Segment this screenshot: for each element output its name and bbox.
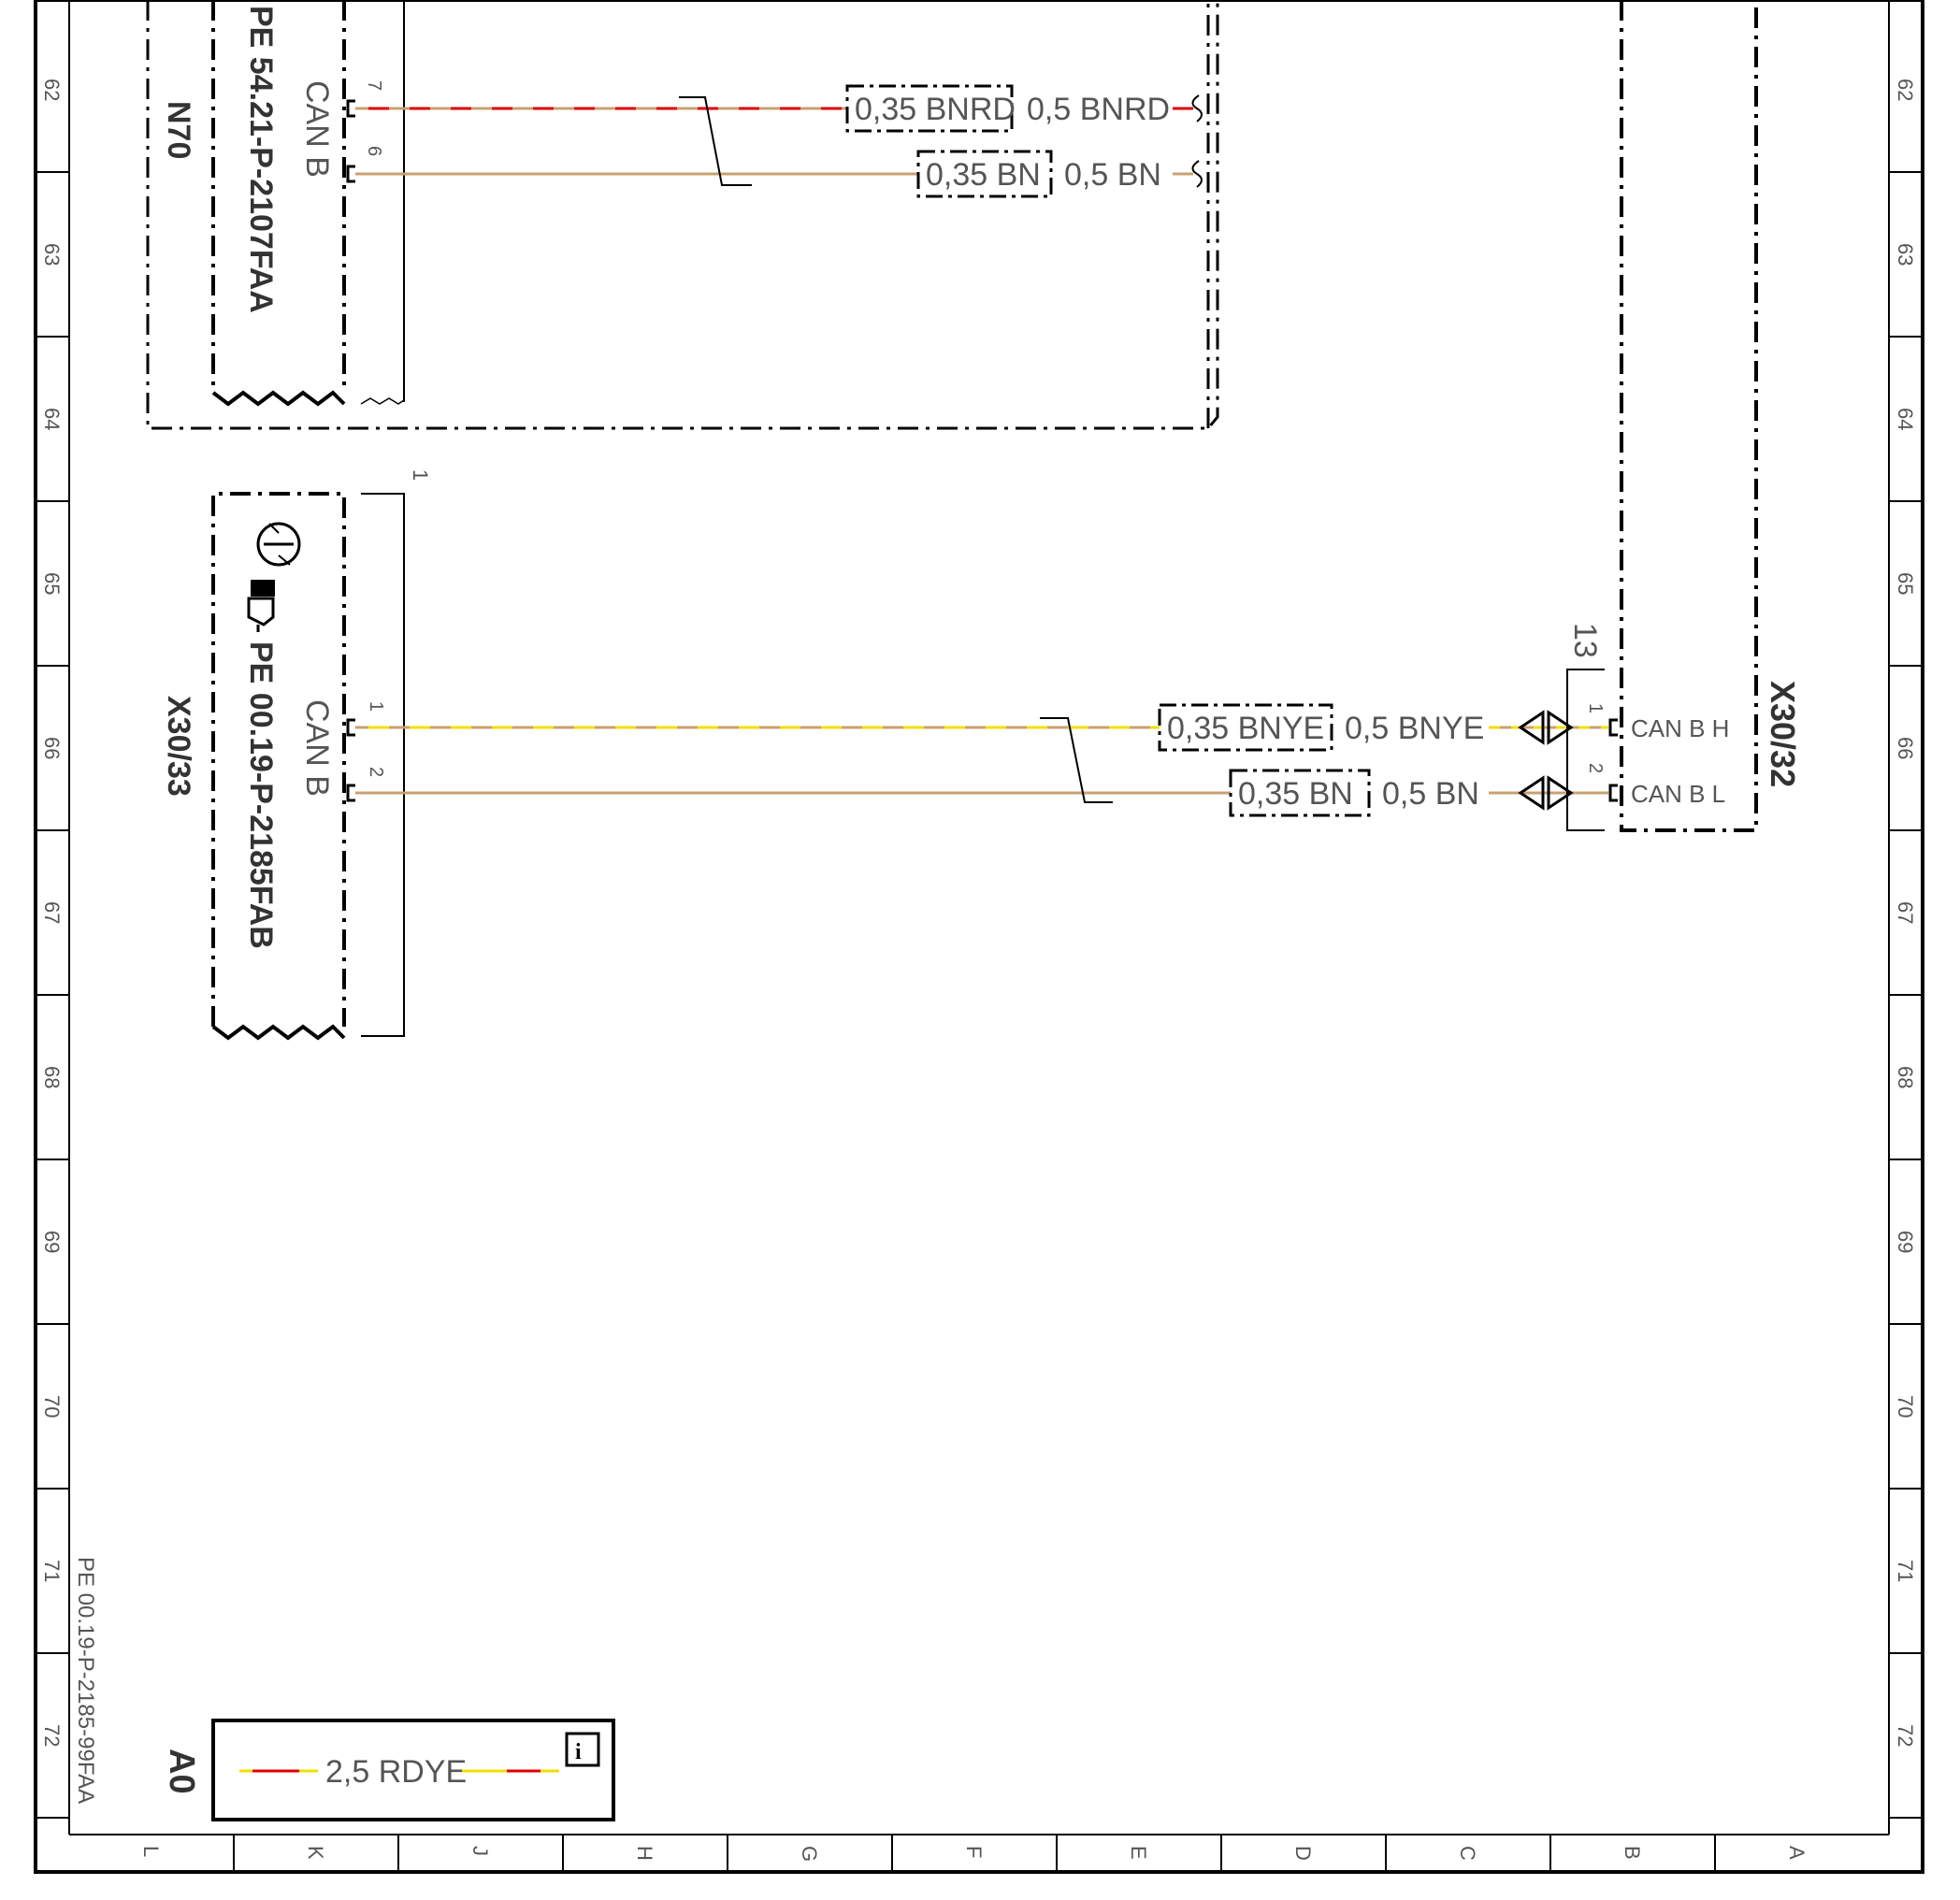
n70-pin-6: 6 — [346, 146, 384, 183]
column-letter-label: E — [1127, 1846, 1150, 1860]
twisted-pair-marker — [679, 96, 752, 186]
row-number-label: 63 — [1894, 243, 1917, 266]
connector-plug-symbol-pin2 — [1518, 775, 1574, 811]
x30-32-pin-1: 1 CAN B H — [1585, 703, 1729, 742]
legend-wire-label: 2,5 RDYE — [325, 1754, 467, 1790]
legend-name: A0 — [162, 1749, 201, 1794]
connector-plug-symbol-pin1 — [1518, 710, 1574, 745]
wire-box-label: 0,35 BNYE — [1167, 711, 1324, 746]
wire-x30-pin2[interactable]: 0,35 BN 0,5 BN — [355, 769, 1608, 817]
row-number-label: 70 — [40, 1395, 64, 1418]
info-icon[interactable]: i — [565, 1732, 600, 1767]
row-number-label: 66 — [1894, 737, 1917, 759]
row-number-label: 70 — [1894, 1395, 1917, 1418]
row-number-label: 68 — [40, 1066, 64, 1088]
x30-33-name: X30/33 — [161, 696, 196, 797]
x30-32-signal-can-b-l: CAN B L — [1631, 780, 1725, 808]
column-letter-label: J — [468, 1846, 492, 1856]
column-letter-label: G — [798, 1846, 821, 1862]
column-letter-label: D — [1291, 1846, 1315, 1861]
wire-n70-pin7[interactable]: 0,35 BNRD 0,5 BNRD — [355, 84, 1203, 133]
svg-text:2: 2 — [366, 767, 386, 777]
row-number-label: 69 — [40, 1231, 64, 1253]
wire-label: 0,5 BNRD — [1027, 92, 1170, 127]
x30-33-pin-1: 1 — [346, 701, 386, 737]
legend-a0: 2,5 RDYE i — [211, 1719, 615, 1821]
sheet-frame — [34, 0, 1924, 1874]
column-letter-label: H — [633, 1846, 656, 1861]
row-number-label: 63 — [40, 243, 64, 266]
row-number-label: 64 — [40, 408, 64, 430]
wire-box-label: 0,35 BNRD — [855, 92, 1016, 127]
wire-n70-pin6[interactable]: 0,35 BN 0,5 BN — [355, 150, 1203, 198]
x30-33-ref: PE 00.19-P-2185FAB — [243, 641, 279, 949]
row-number-label: 62 — [1894, 79, 1917, 101]
twisted-pair-marker — [1040, 717, 1113, 803]
svg-text:1: 1 — [1585, 703, 1606, 713]
x30-33-enclosure — [211, 492, 405, 1041]
n70-enclosure — [146, 0, 1219, 430]
row-number-label: 72 — [40, 1724, 64, 1747]
n70-ref: PE 54.21-P-2107FAA — [243, 6, 279, 313]
row-number-label: 62 — [40, 79, 64, 101]
svg-text:2: 2 — [1585, 763, 1606, 773]
n70-bus-label: CAN B — [299, 80, 335, 178]
pointing-hand-icon — [247, 580, 275, 632]
x30-33-note: 1 — [409, 469, 432, 481]
column-letter-label: F — [962, 1846, 986, 1858]
row-number-label: 67 — [1894, 901, 1917, 924]
n70-pin-7: 7 — [346, 80, 384, 118]
column-letter-label: K — [304, 1846, 327, 1860]
row-number-label: 69 — [1894, 1231, 1917, 1253]
row-number-label: 71 — [1894, 1560, 1917, 1582]
column-letter-label: C — [1456, 1846, 1479, 1861]
row-number-label: 71 — [40, 1560, 64, 1582]
wire-box-label: 0,35 BN — [926, 157, 1041, 193]
svg-text:7: 7 — [364, 80, 384, 91]
x30-32-name: X30/32 — [1764, 681, 1802, 787]
column-letter-label: B — [1621, 1846, 1644, 1860]
document-id: PE 00.19-P-2185-99FAA — [73, 1557, 98, 1804]
wire-label: 0,5 BN — [1382, 776, 1479, 812]
n70-name: N70 — [161, 101, 196, 159]
wire-label: 0,5 BN — [1064, 157, 1161, 193]
x30-32-enclosure — [1566, 0, 1758, 832]
x30-32-pin-count: 13 — [1567, 623, 1603, 658]
x30-32-pin-2: 2 CAN B L — [1585, 763, 1725, 808]
svg-text:i: i — [575, 1740, 582, 1764]
row-number-label: 65 — [40, 572, 64, 595]
transistor-icon — [256, 522, 301, 567]
row-number-label: 67 — [40, 901, 64, 924]
x30-33-bus-label: CAN B — [299, 699, 335, 797]
row-number-label: 66 — [40, 737, 64, 759]
x30-33-pin-2: 2 — [346, 767, 386, 802]
svg-text:1: 1 — [366, 701, 386, 712]
column-letter-label: L — [139, 1846, 163, 1857]
wire-x30-pin1[interactable]: 0,35 BNYE 0,5 BNYE — [355, 703, 1608, 752]
row-number-label: 64 — [1894, 408, 1917, 430]
wire-box-label: 0,35 BN — [1238, 776, 1353, 812]
row-number-label: 72 — [1894, 1724, 1917, 1747]
row-number-label: 68 — [1894, 1066, 1917, 1088]
column-letter-label: A — [1785, 1846, 1809, 1860]
svg-text:6: 6 — [364, 146, 384, 156]
row-number-label: 65 — [1894, 572, 1917, 595]
wire-label: 0,5 BNYE — [1345, 711, 1484, 746]
x30-32-signal-can-b-h: CAN B H — [1631, 714, 1729, 742]
